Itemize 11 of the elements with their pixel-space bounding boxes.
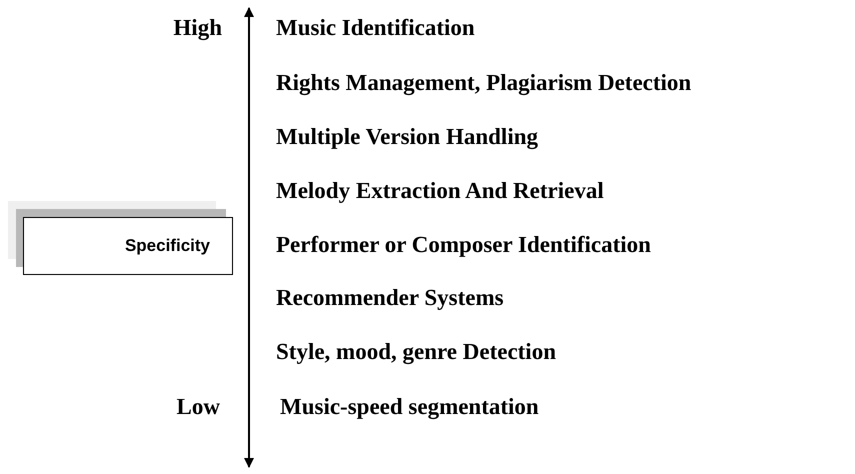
scale-label: Recommender Systems: [276, 284, 504, 312]
scale-label: Music-speed segmentation: [280, 393, 539, 421]
scale-label: Melody Extraction And Retrieval: [276, 177, 604, 205]
scale-label: High: [173, 14, 222, 42]
scale-label: Rights Management, Plagiarism Detection: [276, 69, 692, 97]
scale-label: Multiple Version Handling: [276, 123, 538, 151]
scale-label: Low: [176, 393, 220, 421]
scale-label: Music Identification: [276, 14, 475, 42]
label-box: Specificity: [23, 217, 233, 275]
scale-label: Style, mood, genre Detection: [276, 338, 556, 366]
scale-label: Performer or Composer Identification: [276, 231, 651, 259]
